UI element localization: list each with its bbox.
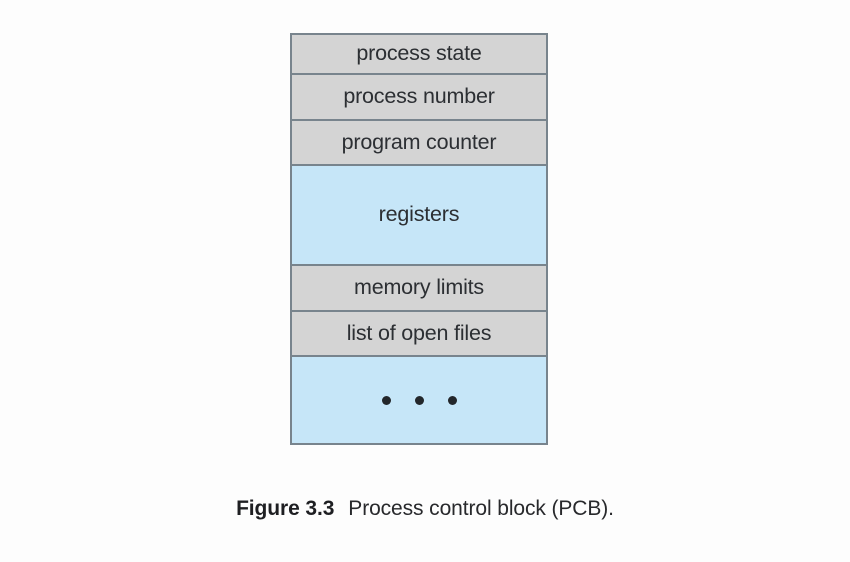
figure-caption: Figure 3.3 Process control block (PCB). [0,497,850,521]
pcb-row-memory-limits: memory limits [292,265,546,312]
pcb-row-label: program counter [341,129,497,154]
pcb-row-label: process state [356,41,482,66]
process-control-block-table: process state process number program cou… [290,33,548,445]
pcb-row-label: list of open files [346,320,492,345]
pcb-row-process-number: process number [292,74,546,121]
pcb-row-label: memory limits [354,275,484,300]
pcb-row-registers: registers [292,166,546,266]
figure-caption-title: Process control block (PCB). [348,497,614,520]
pcb-row-label: process number [343,83,495,108]
pcb-row-process-state: process state [292,35,546,75]
dot-icon [414,395,424,405]
ellipsis-dots-icon [381,395,457,405]
pcb-row-list-of-open-files: list of open files [292,311,546,358]
dot-icon [381,395,391,405]
pcb-row-label: registers [378,202,460,227]
pcb-row-ellipsis [292,357,546,443]
dot-icon [447,395,457,405]
pcb-row-program-counter: program counter [292,120,546,167]
figure-caption-number: Figure 3.3 [236,497,335,520]
